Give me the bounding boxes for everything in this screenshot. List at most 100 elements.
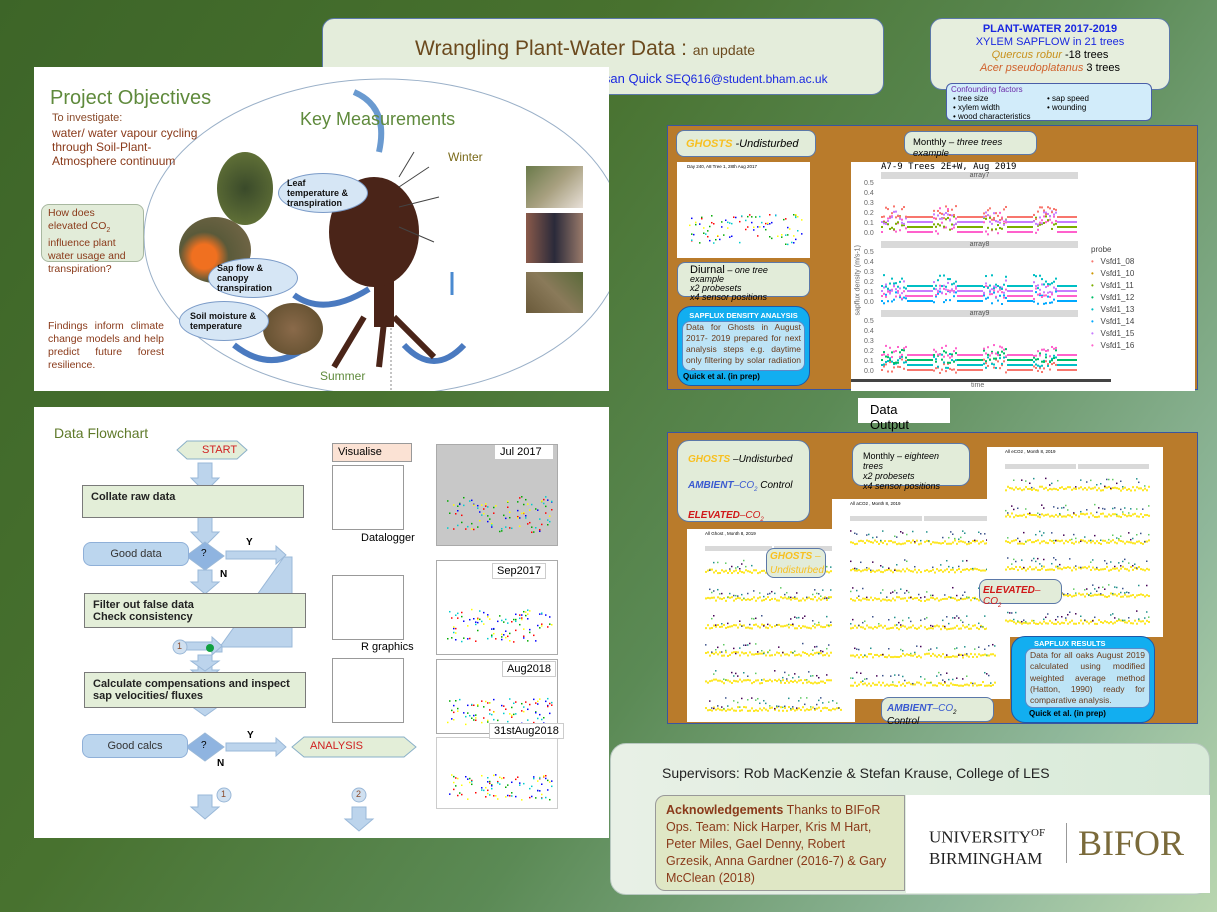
data-point — [965, 231, 967, 233]
data-point — [1005, 489, 1007, 492]
data-point — [899, 287, 901, 290]
data-point — [1092, 559, 1094, 561]
data-point — [883, 351, 885, 354]
data-point — [969, 295, 971, 297]
data-point — [870, 596, 872, 599]
data-point — [888, 654, 890, 657]
data-point — [968, 655, 970, 658]
data-point — [713, 678, 715, 681]
data-point — [920, 683, 922, 686]
data-point — [713, 596, 715, 599]
data-point — [521, 702, 523, 705]
data-point — [501, 530, 503, 532]
data-point — [989, 358, 991, 361]
data-point — [964, 541, 966, 544]
data-point — [987, 346, 989, 349]
thumb-31aug2018: 31stAug2018 — [436, 723, 564, 809]
data-point — [906, 560, 908, 563]
data-point — [505, 786, 507, 789]
data-point — [461, 640, 463, 643]
data-point — [479, 618, 481, 621]
data-point — [757, 697, 759, 700]
data-point — [1045, 286, 1047, 289]
data-point — [1011, 364, 1013, 366]
data-point — [939, 217, 941, 220]
data-point — [771, 597, 773, 600]
data-point — [1005, 296, 1007, 299]
data-point — [932, 594, 934, 597]
data-point — [888, 619, 890, 621]
data-point — [976, 568, 978, 571]
data-point — [763, 651, 765, 654]
data-point — [1084, 589, 1086, 591]
data-point — [933, 355, 935, 358]
data-point — [551, 785, 553, 788]
data-point — [925, 300, 927, 302]
data-point — [992, 653, 994, 656]
data-point — [972, 568, 974, 571]
data-point — [964, 646, 966, 648]
data-point — [1059, 295, 1061, 297]
data-point — [1108, 584, 1110, 586]
data-point — [501, 636, 503, 638]
data-point — [735, 594, 737, 597]
data-point — [717, 679, 719, 682]
data-point — [1007, 290, 1009, 292]
data-point — [921, 231, 923, 233]
data-point — [795, 238, 797, 241]
data-point — [1011, 221, 1013, 223]
data-point — [969, 364, 971, 366]
data-point — [487, 777, 489, 779]
data-point — [860, 599, 862, 602]
data-point — [1069, 566, 1071, 569]
data-point — [1067, 566, 1069, 569]
data-point — [939, 284, 941, 287]
data-point — [1015, 560, 1017, 563]
data-point — [1021, 622, 1023, 625]
data-point — [1051, 363, 1053, 366]
data-point — [951, 208, 953, 211]
data-point — [986, 539, 988, 541]
data-point — [727, 221, 729, 224]
data-point — [735, 569, 737, 572]
data-point — [784, 653, 786, 656]
data-point — [549, 712, 551, 715]
data-point — [933, 281, 935, 284]
data-point — [1031, 514, 1033, 517]
data-point — [885, 283, 887, 286]
data-point — [1059, 216, 1061, 218]
data-point — [995, 228, 997, 231]
data-point — [1065, 354, 1067, 356]
data-point — [547, 499, 549, 501]
data-point — [545, 614, 547, 616]
data-point — [543, 498, 545, 501]
data-point — [491, 713, 493, 716]
data-point — [1013, 516, 1015, 519]
data-point — [983, 215, 985, 218]
data-point — [818, 699, 820, 702]
data-point — [883, 365, 885, 368]
data-point — [792, 707, 794, 710]
data-point — [774, 653, 776, 656]
data-point — [723, 643, 725, 646]
data-point — [924, 626, 926, 629]
data-point — [913, 295, 915, 297]
data-point — [836, 707, 838, 710]
data-point — [910, 654, 912, 657]
data-point — [1082, 622, 1084, 625]
data-point — [973, 359, 975, 361]
data-point — [978, 622, 980, 625]
data-point — [517, 515, 519, 518]
data-point — [1031, 619, 1033, 622]
author-email: SEQ616@student.bham.ac.uk — [665, 72, 828, 86]
data-point — [521, 614, 523, 616]
data-point — [1073, 512, 1075, 514]
data-point — [947, 278, 949, 281]
data-point — [505, 517, 507, 520]
data-point — [1017, 542, 1019, 545]
data-point — [703, 227, 705, 229]
data-point — [919, 285, 921, 287]
data-point — [930, 594, 932, 597]
data-point — [944, 627, 946, 630]
data-point — [923, 285, 925, 287]
